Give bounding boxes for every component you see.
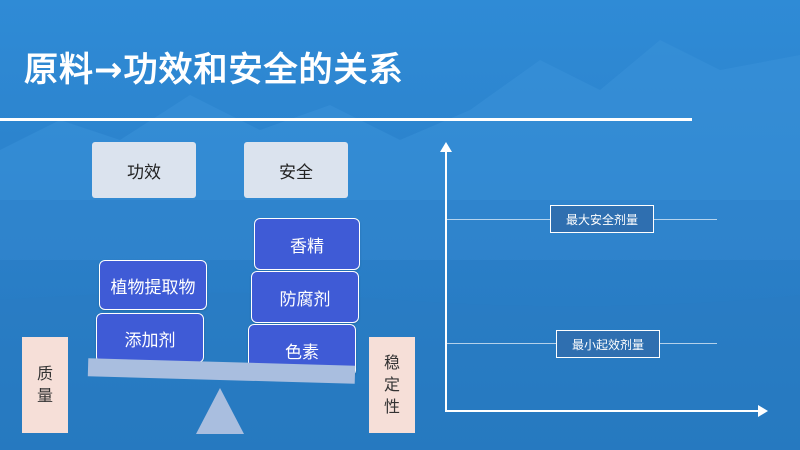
- stability-char-2: 定: [383, 375, 400, 394]
- efficacy-header: 功效: [92, 142, 196, 198]
- item-preservative: 防腐剂: [251, 271, 359, 323]
- stability-char-1: 稳: [383, 353, 400, 372]
- stability-label: 稳 定 性: [369, 337, 415, 433]
- item-plant-extract: 植物提取物: [99, 260, 207, 310]
- quality-label: 质 量: [22, 337, 68, 433]
- slide-title: 原料→功效和安全的关系: [24, 50, 404, 90]
- max-safe-dose-label: 最大安全剂量: [550, 205, 654, 233]
- graph-x-axis-arrow: [758, 405, 768, 417]
- graph-x-axis: [445, 410, 760, 412]
- title-underline: [0, 118, 692, 121]
- graph-y-axis: [445, 150, 447, 412]
- min-effective-dose-label: 最小起效剂量: [556, 330, 660, 358]
- stability-char-3: 性: [383, 397, 400, 416]
- quality-char-1: 质: [36, 364, 53, 383]
- graph-y-axis-arrow: [440, 142, 452, 152]
- item-additive: 添加剂: [96, 313, 204, 363]
- quality-char-2: 量: [36, 386, 53, 405]
- safety-header: 安全: [244, 142, 348, 198]
- item-fragrance: 香精: [254, 218, 360, 270]
- balance-fulcrum: [196, 388, 244, 434]
